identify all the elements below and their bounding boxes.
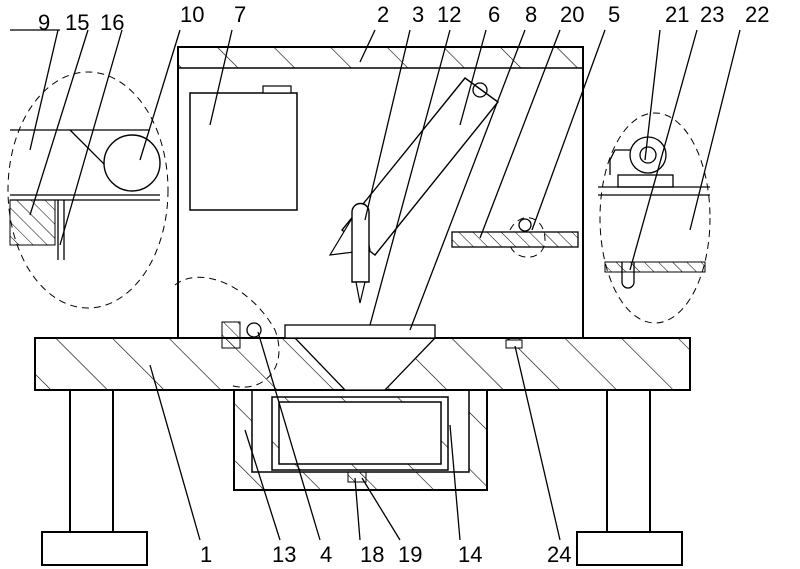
label-14: 14: [458, 542, 482, 567]
label-21: 21: [665, 2, 689, 27]
detail-left: [7, 71, 169, 309]
label-13: 13: [272, 542, 296, 567]
sensor-24: [505, 339, 523, 349]
label-22: 22: [745, 2, 769, 27]
right-leg: [576, 389, 683, 566]
magnet-18: [347, 471, 367, 483]
label-9: 9: [38, 10, 50, 35]
collection-box: [233, 389, 488, 491]
label-15: 15: [65, 10, 89, 35]
label-19: 19: [398, 542, 422, 567]
label-20: 20: [560, 2, 584, 27]
swing-arm-6: [328, 77, 500, 304]
label-18: 18: [360, 542, 384, 567]
left-leg: [41, 389, 148, 566]
label-24: 24: [547, 542, 571, 567]
label-8: 8: [525, 2, 537, 27]
label-3: 3: [412, 2, 424, 27]
label-23: 23: [700, 2, 724, 27]
leader-lines: [10, 29, 741, 541]
label-10: 10: [180, 2, 204, 27]
label-1: 1: [200, 542, 212, 567]
clamp-block: [221, 321, 241, 349]
fan-21: [629, 136, 667, 174]
detail-right: [598, 112, 711, 324]
label-7: 7: [234, 2, 246, 27]
roller-10: [103, 134, 161, 192]
brush-5: [451, 217, 579, 258]
cabinet-top: [177, 46, 584, 69]
label-16: 16: [100, 10, 124, 35]
label-5: 5: [608, 2, 620, 27]
label-2: 2: [377, 2, 389, 27]
control-box-7: [189, 92, 298, 211]
label-12: 12: [437, 2, 461, 27]
label-4: 4: [320, 542, 332, 567]
reference-labels: 9 15 16 10 7 2 3 12 6 8 20 5 21 23 22 1 …: [38, 2, 769, 567]
platform-8: [284, 324, 436, 339]
label-6: 6: [488, 2, 500, 27]
